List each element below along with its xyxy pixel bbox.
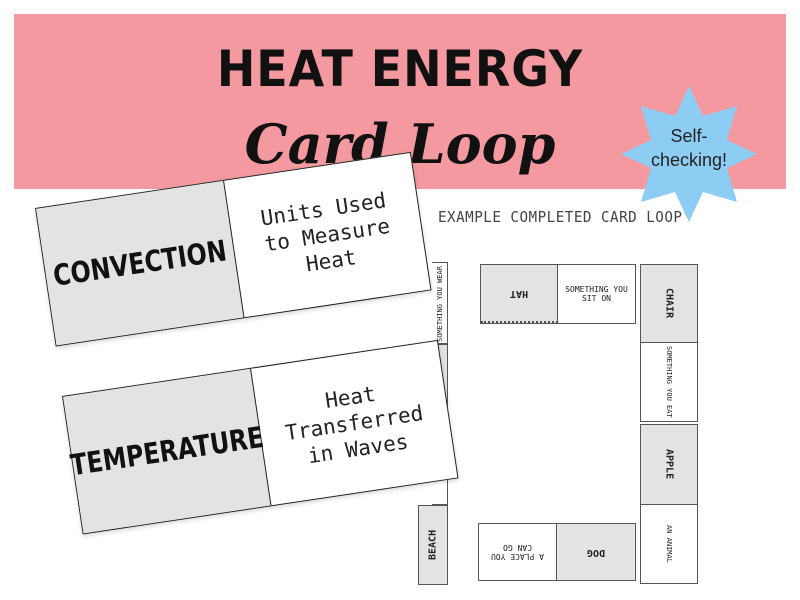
loop-card-right-bottom: APPLE AN ANIMAL <box>640 424 698 584</box>
badge-line-2: checking! <box>650 150 728 170</box>
loop-card-right-top: CHAIR SOMETHING YOU EAT <box>640 264 698 422</box>
loop-cell-dog: DOG <box>557 524 635 580</box>
loop-cell-apple: APPLE <box>641 425 697 505</box>
badge-line-1: Self- <box>670 126 708 146</box>
card-term: TEMPERATURE <box>63 368 272 534</box>
loop-cell-beach: BEACH <box>419 506 447 584</box>
loop-cell-hat: HAT <box>481 265 558 323</box>
loop-card-top: HAT SOMETHING YOU SIT ON <box>480 264 636 324</box>
loop-cell-chair: CHAIR <box>641 265 697 343</box>
example-label: EXAMPLE COMPLETED CARD LOOP <box>438 208 683 226</box>
loop-card-left-bottom: BEACH <box>418 505 448 585</box>
card-temperature: TEMPERATURE Heat Transferred in Waves <box>62 339 459 535</box>
loop-cell-left-top-text: SOMETHING YOU WEAR <box>436 266 444 342</box>
self-checking-badge: Self- checking! <box>621 86 757 222</box>
loop-cell-animal: AN ANIMAL <box>665 525 673 563</box>
loop-card-bottom: A PLACE YOU CAN GO DOG <box>478 523 636 581</box>
card-term: CONVECTION <box>36 180 245 346</box>
card-clue: Units Used to Measure Heat <box>259 188 392 277</box>
loop-cell-place: A PLACE YOU CAN GO <box>479 524 557 580</box>
card-clue: Heat Transferred in Waves <box>283 381 425 469</box>
page-title: HEAT ENERGY <box>216 40 584 98</box>
loop-cell-sit-on: SOMETHING YOU SIT ON <box>565 285 628 303</box>
starburst-icon <box>621 86 757 222</box>
loop-cell-eat: SOMETHING YOU EAT <box>665 346 673 418</box>
loop-card-left-top: SOMETHING YOU WEAR <box>432 262 448 344</box>
